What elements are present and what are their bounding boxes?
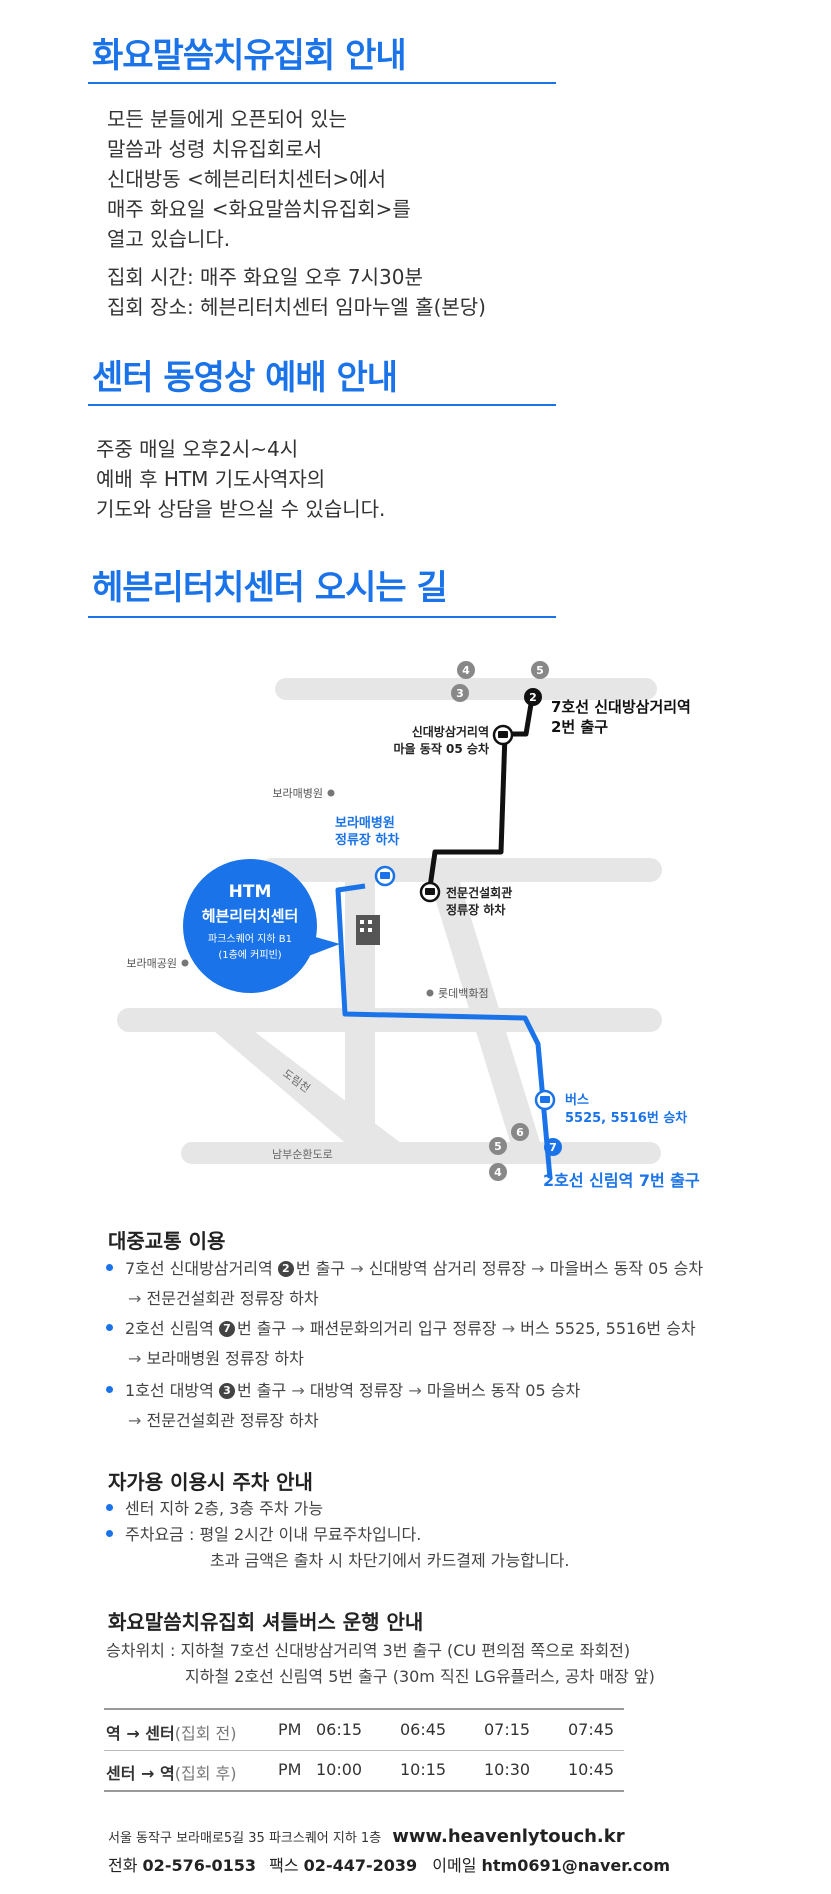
- meeting-description: 모든 분들에게 오픈되어 있는 말씀과 성령 치유집회로서 신대방동 <헤븐리터…: [107, 104, 486, 322]
- hospital-label: 보라매병원: [272, 787, 323, 800]
- htm-name: 헤븐리터치센터: [202, 907, 299, 925]
- roads: [117, 678, 662, 1164]
- arrow-icon: →: [126, 1724, 140, 1743]
- parking-item: 주차요금 : 평일 2시간 이내 무료주차입니다.: [106, 1524, 421, 1546]
- bus-stop-icon: [534, 1089, 556, 1111]
- bus-label: 버스: [565, 1092, 589, 1108]
- fax-number: 02-447-2039: [303, 1856, 418, 1875]
- desc-line: 신대방동 <헤븐리터치센터>에서: [107, 167, 387, 191]
- shuttle-location: 지하철 2호선 신림역 5번 출구 (30m 직진 LG유플러스, 공차 매장 …: [185, 1667, 655, 1686]
- bus-stop1-label: 마을 동작 05 승차: [394, 741, 489, 756]
- htm-center-marker: HTM 헤븐리터치센터 파크스퀘어 지하 B1 (1층에 커피빈): [183, 859, 340, 993]
- htm-address: 파크스퀘어 지하 B1: [208, 932, 292, 945]
- htm-note: (1층에 커피빈): [218, 949, 281, 961]
- parking-item: 센터 지하 2층, 3층 주차 가능: [106, 1498, 323, 1520]
- bullet-dot: [106, 1504, 113, 1511]
- arrow-icon: →: [128, 1411, 142, 1430]
- phone-number: 02-576-0153: [142, 1856, 257, 1875]
- park-label: 보라매공원: [126, 957, 177, 970]
- arrow-icon: →: [350, 1259, 364, 1278]
- address: 서울 동작구 보라매로5길 35 파크스퀘어 지하 1층: [108, 1831, 382, 1846]
- meeting-title: 화요말씀치유집회 안내: [92, 36, 407, 76]
- exit-num: 4: [494, 1166, 502, 1179]
- directions-title: 헤븐리터치센터 오시는 길: [92, 568, 448, 608]
- title-rule: [88, 616, 556, 618]
- stop2-label: 정류장 하차: [446, 902, 505, 917]
- table-rule: [104, 1790, 624, 1792]
- exit-number-badge: 7: [218, 1320, 235, 1337]
- station7-label: 7호선 신대방삼거리역: [551, 698, 691, 716]
- desc-line: 주중 매일 오후2시~4시: [96, 437, 299, 461]
- email-address[interactable]: htm0691@naver.com: [481, 1856, 671, 1875]
- hospital-stop-label: 정류장 하차: [335, 832, 399, 848]
- exit-number-badge: 3: [218, 1382, 235, 1399]
- bus-stop-icon: [419, 881, 441, 903]
- building-icon: [356, 915, 380, 945]
- bullet-dot: [106, 1264, 113, 1271]
- arrow-icon: →: [128, 1349, 142, 1368]
- route-line-7: [427, 697, 535, 888]
- arrow-icon: →: [141, 1764, 155, 1783]
- location-map: 4 5 3 2 6 5 4 7 7호선 신대방삼거리역 2번 출구 신대방삼거리…: [117, 661, 700, 1190]
- transit-title: 대중교통 이용: [108, 1229, 226, 1253]
- title-rule: [88, 404, 556, 406]
- hospital-stop-label: 보라매병원: [335, 815, 395, 831]
- arrow-icon: →: [531, 1259, 545, 1278]
- exit-num: 5: [494, 1140, 502, 1153]
- stop2-label: 전문건설회관: [446, 885, 512, 900]
- bus-stop-icon: [492, 724, 514, 746]
- parking-title: 자가용 이용시 주차 안내: [108, 1470, 313, 1494]
- arrow-icon: →: [128, 1289, 142, 1308]
- footer-line1: 서울 동작구 보라매로5길 35 파크스퀘어 지하 1층 www.heavenl…: [108, 1826, 625, 1847]
- title-rule: [88, 82, 556, 84]
- bullet-dot: [106, 1530, 113, 1537]
- bus-stop1-label: 신대방삼거리역: [412, 724, 489, 739]
- arrow-icon: →: [408, 1381, 422, 1400]
- schedule-row: 센터 → 역(집회 후) PM 10:00 10:15 10:30 10:45: [106, 1760, 615, 1783]
- table-rule: [104, 1750, 624, 1751]
- video-description: 주중 매일 오후2시~4시 예배 후 HTM 기도사역자의 기도와 상담을 받으…: [96, 434, 385, 524]
- route-line-2: [335, 883, 553, 1179]
- bullet-dot: [106, 1386, 113, 1393]
- road-label: 남부순환도로: [272, 1148, 333, 1161]
- exit-num: 2: [529, 691, 537, 704]
- arrow-icon: →: [291, 1381, 305, 1400]
- website-link[interactable]: www.heavenlytouch.kr: [392, 1826, 625, 1847]
- desc-line: 매주 화요일 <화요말씀치유집회>를: [107, 197, 411, 221]
- shuttle-title: 화요말씀치유집회 셔틀버스 운행 안내: [108, 1610, 424, 1634]
- bullet-dot: [106, 1324, 113, 1331]
- exit-num: 7: [549, 1141, 557, 1154]
- exit-num: 4: [462, 664, 470, 677]
- arrow-icon: →: [291, 1319, 305, 1338]
- arrow-icon: →: [501, 1319, 516, 1338]
- exit-number-badge: 2: [277, 1260, 294, 1277]
- desc-line: 모든 분들에게 오픈되어 있는: [107, 107, 347, 131]
- exit-num: 6: [516, 1126, 524, 1139]
- meeting-time: 집회 시간: 매주 화요일 오후 7시30분: [107, 265, 423, 289]
- bus-stop-icon: [374, 865, 396, 887]
- desc-line: 기도와 상담을 받으실 수 있습니다.: [96, 497, 386, 521]
- meeting-place: 집회 장소: 헤븐리터치센터 임마누엘 홀(본당): [107, 295, 486, 319]
- exit-num: 3: [456, 687, 464, 700]
- bus-label: 5525, 5516번 승차: [565, 1110, 687, 1126]
- station2-label: 2호선 신림역 7번 출구: [543, 1171, 700, 1190]
- desc-line: 열고 있습니다.: [107, 227, 231, 251]
- desc-line: 예배 후 HTM 기도사역자의: [96, 467, 326, 491]
- exit-num: 5: [536, 664, 544, 677]
- shuttle-location: 승차위치 : 지하철 7호선 신대방삼거리역 3번 출구 (CU 편의점 쪽으로…: [106, 1641, 631, 1660]
- footer-line2: 전화 02-576-0153 팩스 02-447-2039 이메일 htm069…: [108, 1856, 671, 1875]
- desc-line: 말씀과 성령 치유집회로서: [107, 137, 323, 161]
- video-worship-title: 센터 동영상 예배 안내: [92, 358, 398, 398]
- htm-title: HTM: [229, 882, 272, 902]
- dept-store-label: 롯데백화점: [438, 987, 489, 1000]
- station7-exit-label: 2번 출구: [551, 718, 608, 736]
- parking-note: 초과 금액은 출차 시 차단기에서 카드결제 가능합니다.: [210, 1551, 570, 1570]
- schedule-row: 역 → 센터(집회 전) PM 06:15 06:45 07:15 07:45: [106, 1720, 615, 1743]
- table-rule: [104, 1708, 624, 1710]
